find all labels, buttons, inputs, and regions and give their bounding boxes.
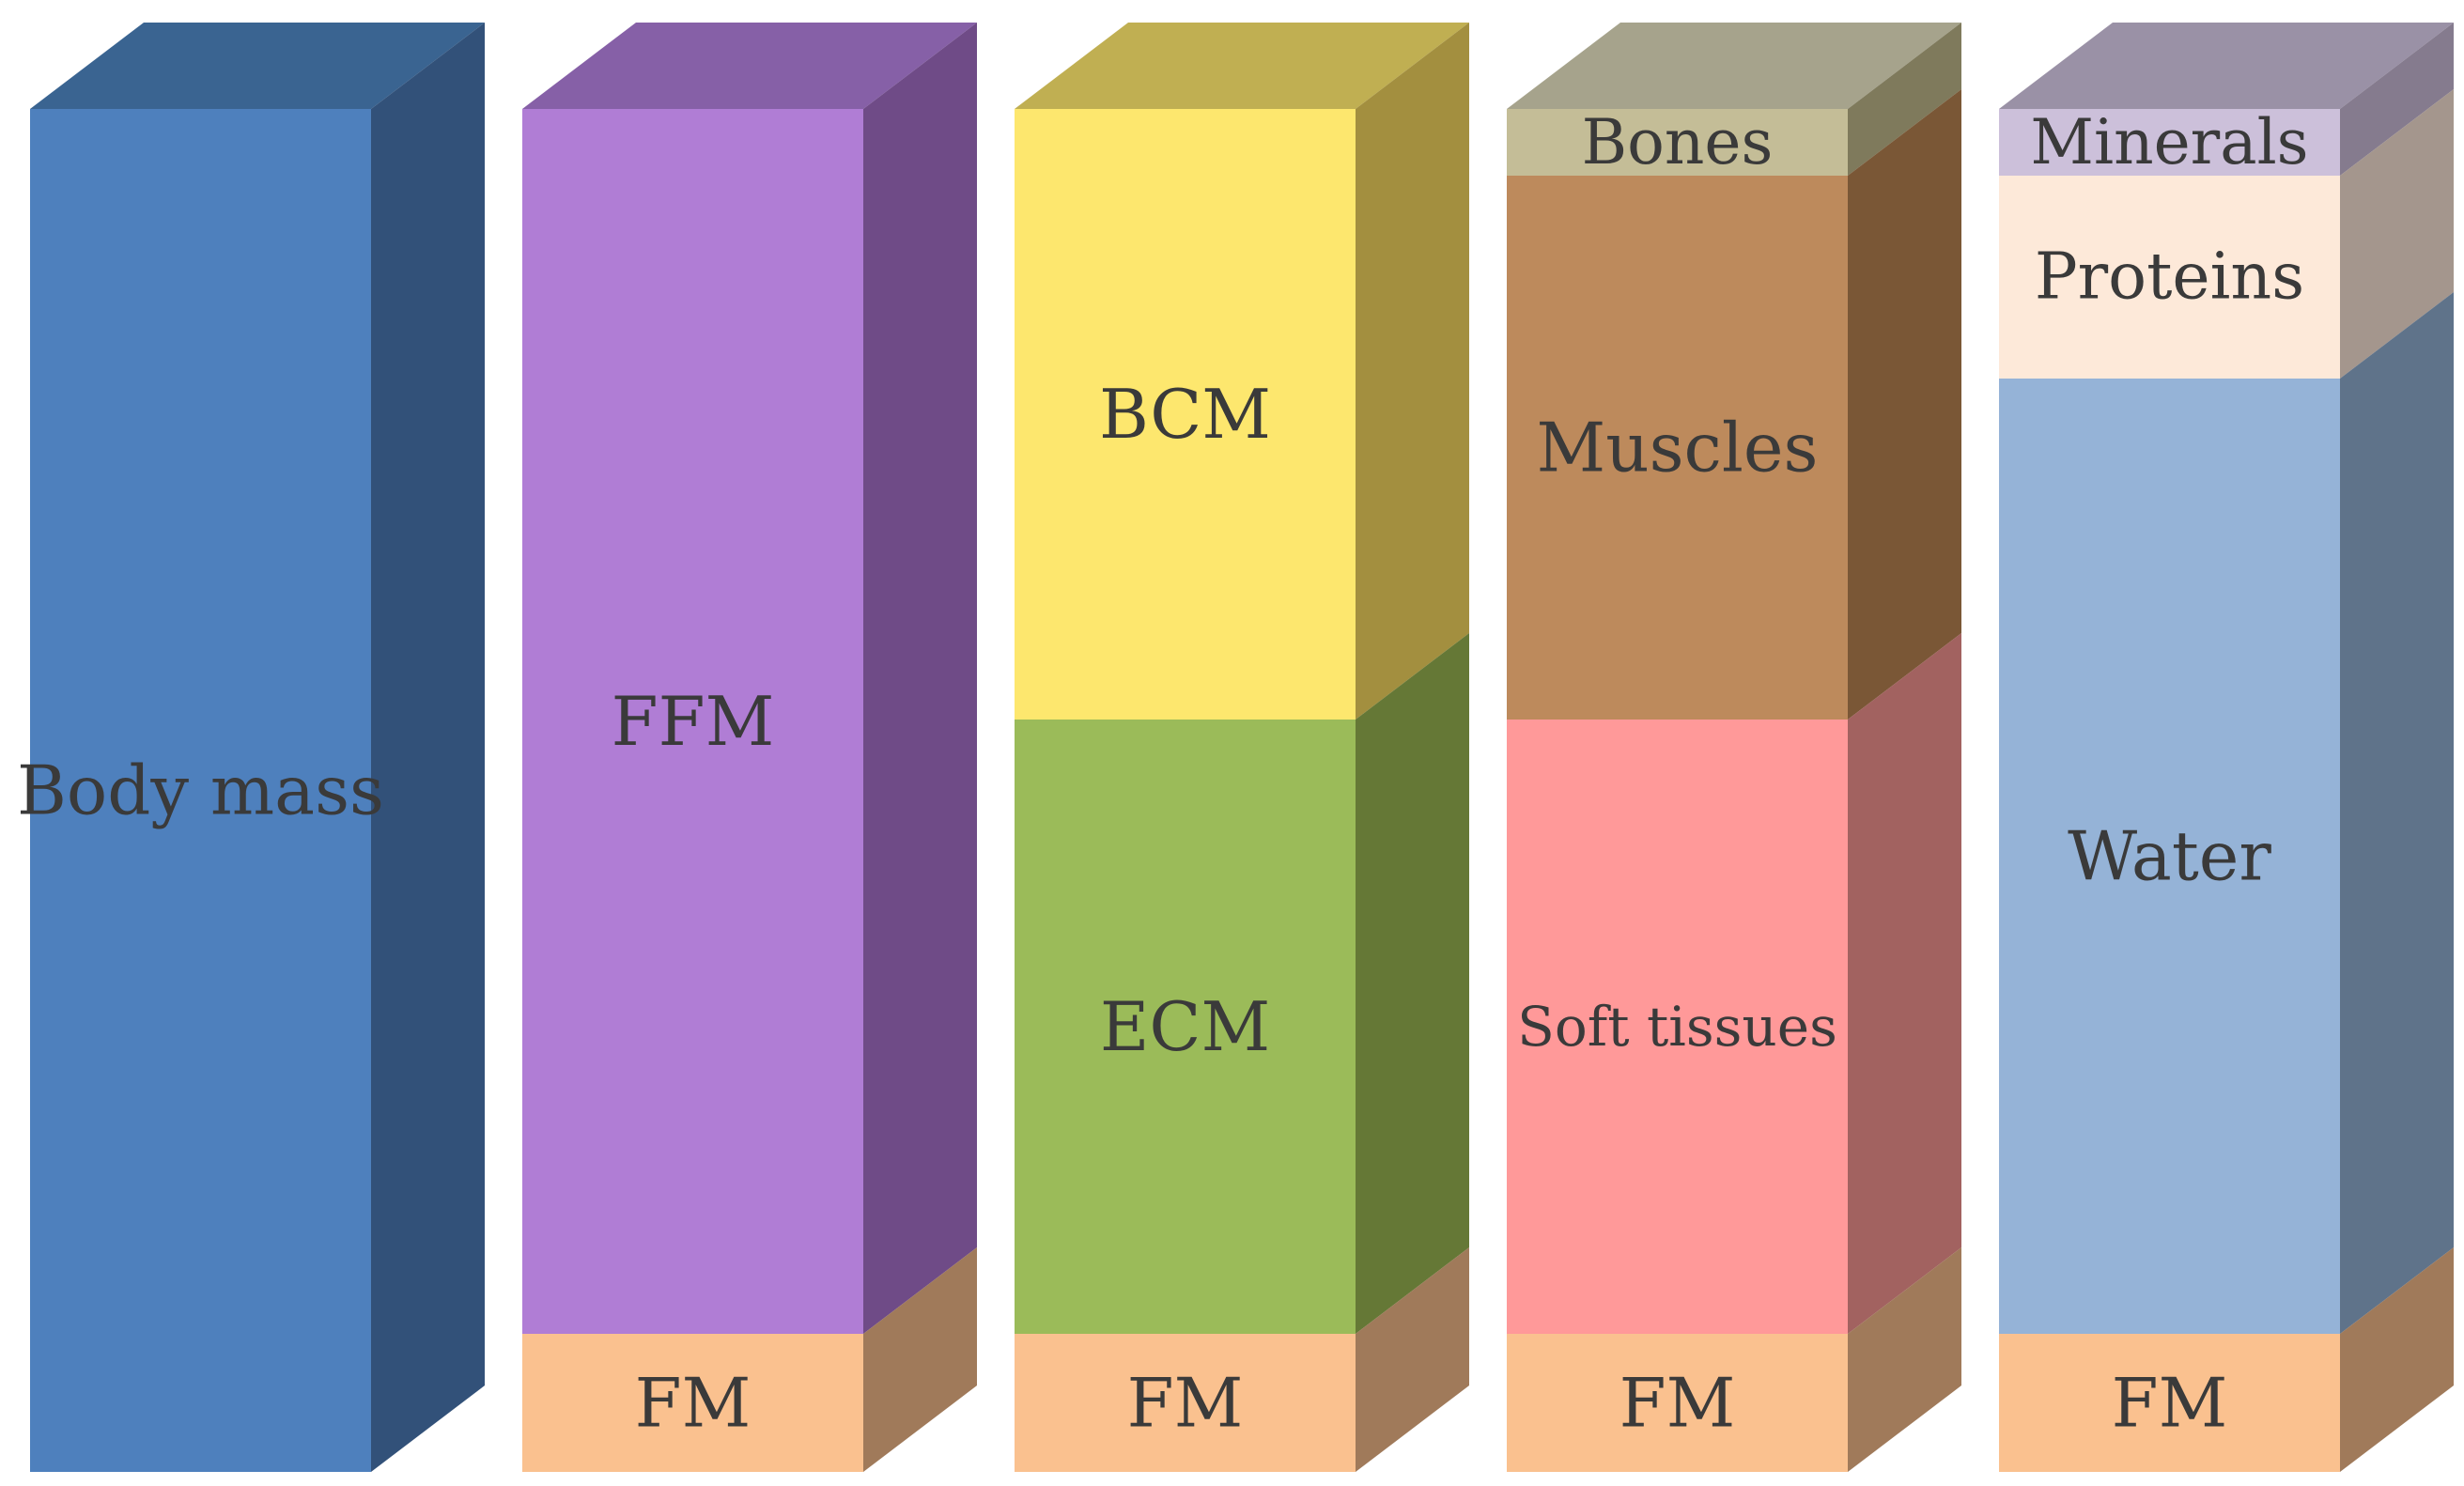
segment-label-bcm: BCM xyxy=(1099,375,1271,454)
segment-fm-side xyxy=(2340,1247,2454,1472)
segment-ecm-front xyxy=(1015,720,1356,1334)
segment-label-muscles: Muscles xyxy=(1537,409,1819,488)
column-top-face xyxy=(1015,23,1469,109)
segment-bones-front xyxy=(1507,109,1848,176)
segment-minerals-front xyxy=(1999,109,2340,176)
segment-label-minerals: Minerals xyxy=(2030,106,2308,178)
segment-water-front xyxy=(1999,379,2340,1334)
segment-soft-tissues-front xyxy=(1507,720,1848,1334)
segment-label-ecm: ECM xyxy=(1100,987,1270,1066)
segment-fm-side xyxy=(1356,1247,1469,1472)
segment-proteins-side xyxy=(2340,89,2454,379)
segment-bcm-front xyxy=(1015,109,1356,720)
segment-water-side xyxy=(2340,292,2454,1334)
segment-label-body-mass: Body mass xyxy=(17,751,384,830)
segment-label-proteins: Proteins xyxy=(2035,240,2304,315)
column-ffm: FFM FM xyxy=(522,23,977,1472)
segment-label-fm: FM xyxy=(1619,1364,1736,1443)
segment-fm-front xyxy=(1507,1334,1848,1472)
segment-bcm-side xyxy=(1356,23,1469,720)
segment-fm-front xyxy=(1015,1334,1356,1472)
segment-label-bones: Bones xyxy=(1582,106,1774,178)
segment-soft-tissues-side xyxy=(1848,633,1961,1334)
segment-label-water: Water xyxy=(2068,817,2271,896)
segment-label-soft-tissues: Soft tissues xyxy=(1517,995,1837,1059)
column-top-face xyxy=(30,23,485,109)
segment-fm-side xyxy=(1848,1247,1961,1472)
segment-fm-side xyxy=(863,1247,977,1472)
segment-fm-front xyxy=(1999,1334,2340,1472)
segment-label-fm: FM xyxy=(635,1364,752,1443)
segment-muscles-front xyxy=(1507,176,1848,720)
segment-ffm-side xyxy=(863,23,977,1334)
segment-bones-side xyxy=(1848,23,1961,176)
segment-body-mass-front xyxy=(30,109,371,1472)
segment-label-fm: FM xyxy=(2112,1364,2228,1443)
segment-ecm-side xyxy=(1356,633,1469,1334)
segment-fm-front xyxy=(522,1334,863,1472)
column-top-face xyxy=(1507,23,1961,109)
column-top-face xyxy=(1999,23,2454,109)
segment-muscles-side xyxy=(1848,89,1961,720)
segment-minerals-side xyxy=(2340,23,2454,176)
column-top-face xyxy=(522,23,977,109)
column-body-mass: Body mass xyxy=(17,23,485,1472)
segment-label-ffm: FFM xyxy=(612,682,775,761)
segment-body-mass-side xyxy=(371,23,485,1472)
segment-proteins-front xyxy=(1999,176,2340,379)
segment-label-fm: FM xyxy=(1127,1364,1244,1443)
column-bcm-ecm: BCM ECM FM xyxy=(1015,23,1469,1472)
segment-ffm-front xyxy=(522,109,863,1334)
